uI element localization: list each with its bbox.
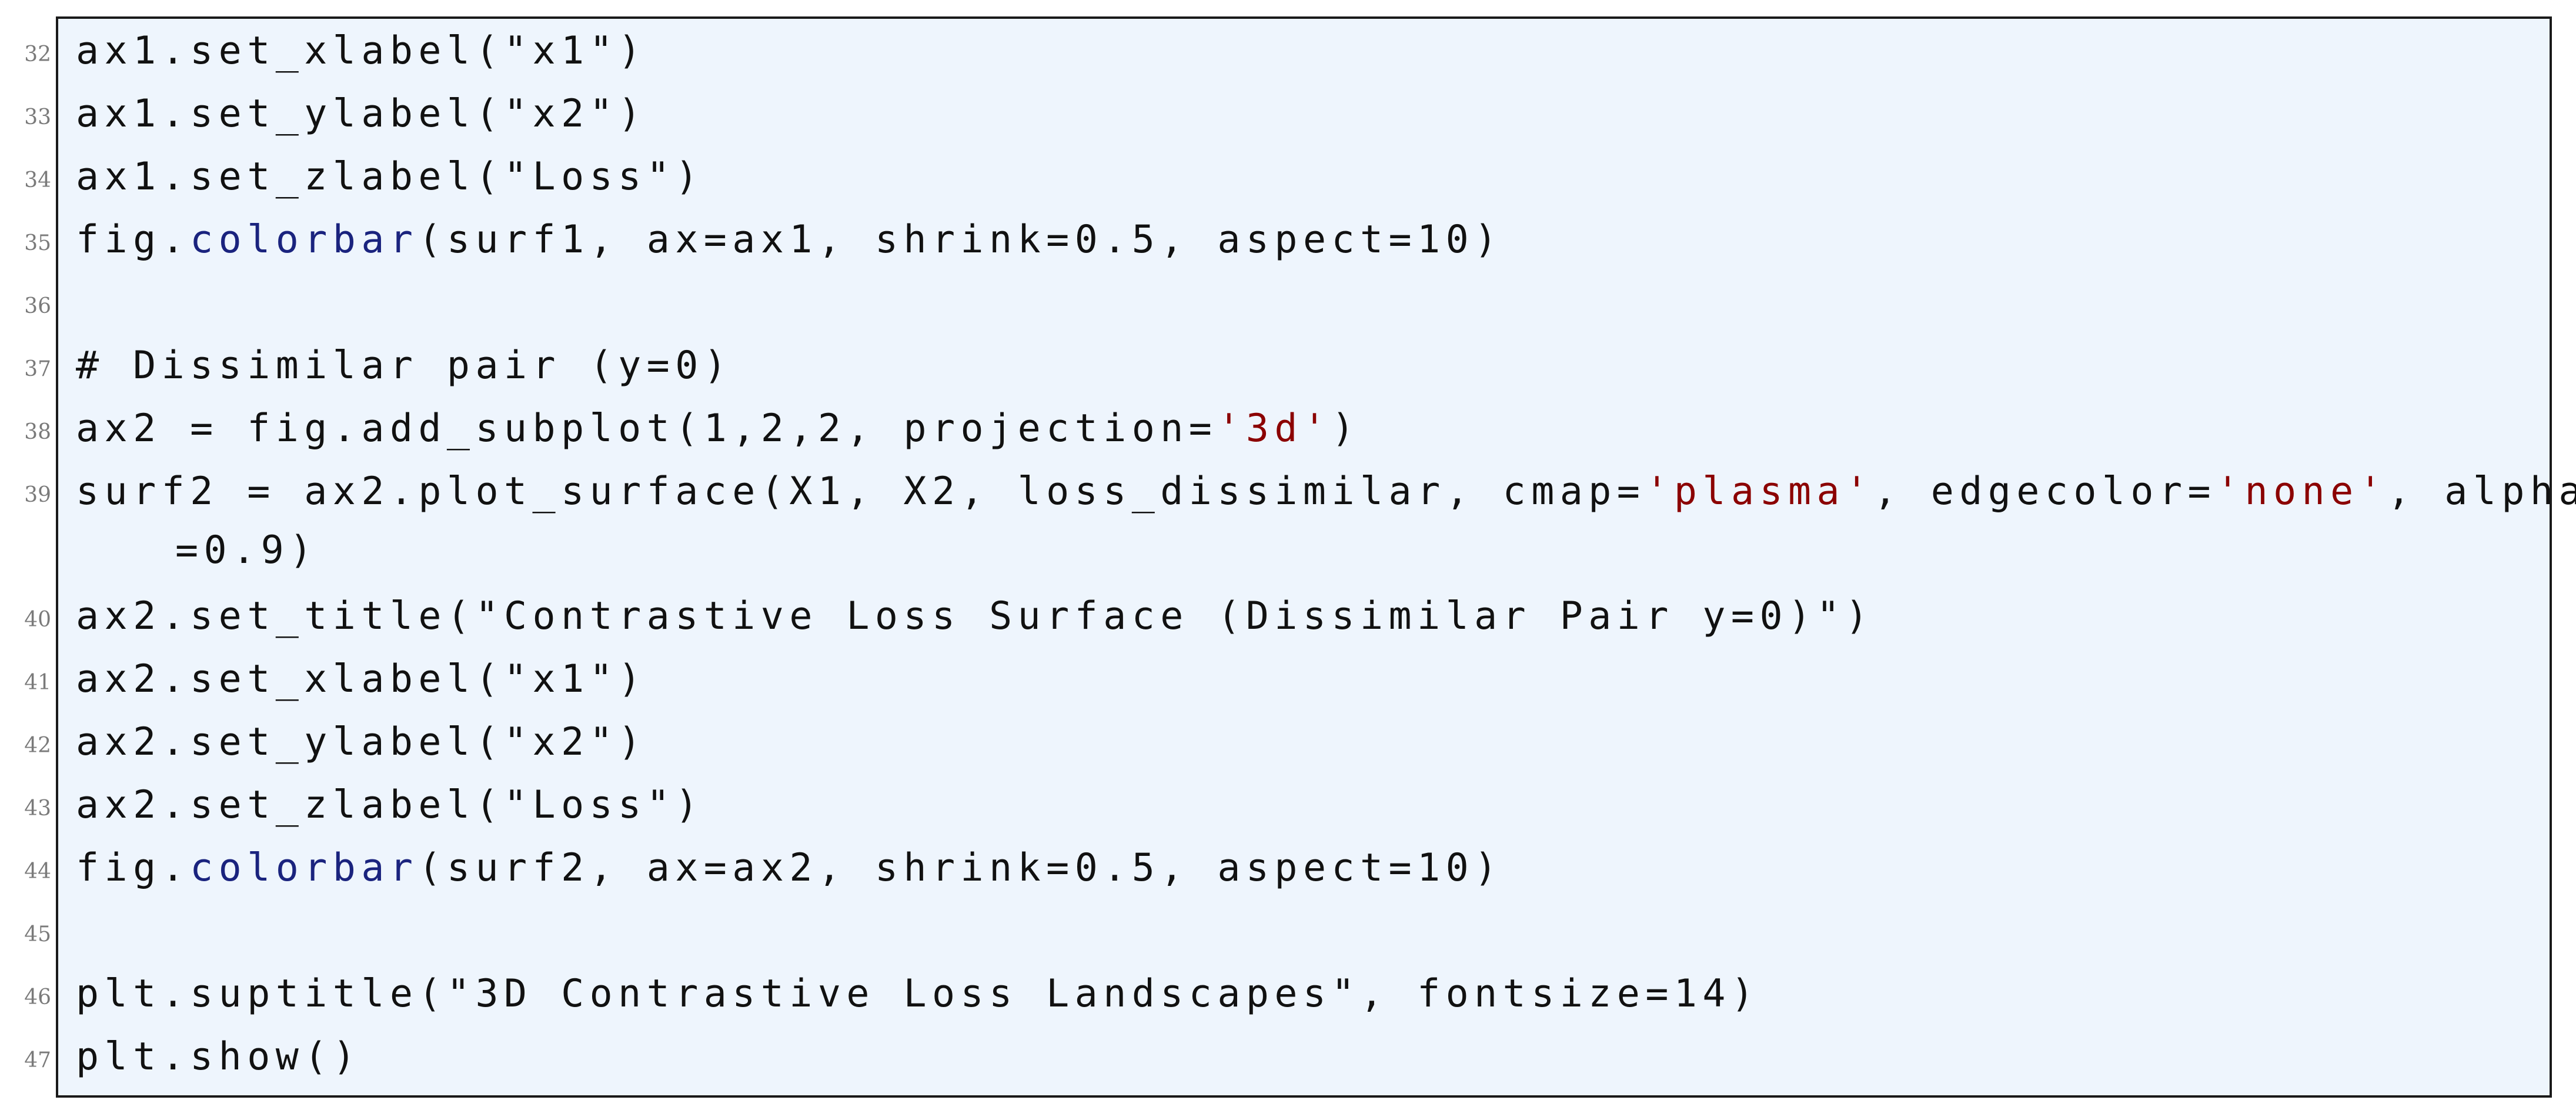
line-number: 46 (24, 985, 51, 1009)
line-text: fig.colorbar(surf1, ax=ax1, shrink=0.5, … (76, 214, 1503, 266)
line-text: ax2.set_title("Contrastive Loss Surface … (76, 594, 1874, 638)
code-line: 38 ax2 = fig.add_subplot(1,2,2, projecti… (24, 396, 2550, 459)
line-text: surf2 = ax2.plot_surface(X1, X2, loss_di… (76, 465, 2576, 518)
code-line: 32 ax1.set_xlabel("x1") (24, 19, 2550, 82)
line-text: ax1.set_ylabel("x2") (76, 92, 647, 136)
code-token: fig. (76, 218, 191, 262)
code-token: ) (1331, 406, 1361, 451)
line-text: ax2.set_zlabel("Loss") (76, 783, 704, 827)
code-token: (surf2, ax=ax2, shrink=0.5, aspect=10) (418, 846, 1503, 890)
string-token: '3d' (1217, 406, 1332, 451)
line-text: ax2.set_xlabel("x1") (76, 657, 647, 701)
code-token: , edgecolor= (1873, 469, 2217, 514)
line-number: 40 (24, 608, 51, 632)
line-text: ax1.set_zlabel("Loss") (76, 155, 704, 199)
line-number: 44 (24, 859, 51, 884)
code-line: 46 plt.suptitle("3D Contrastive Loss Lan… (24, 962, 2550, 1025)
string-token: 'none' (2216, 469, 2388, 514)
line-number: 32 (24, 42, 51, 66)
line-number: 34 (24, 168, 51, 192)
line-text: plt.suptitle("3D Contrastive Loss Landsc… (76, 972, 1760, 1016)
line-number: 39 (24, 483, 51, 507)
line-text: ax2.set_ylabel("x2") (76, 720, 647, 764)
code-token: surf2 = ax2.plot_surface(X1, X2, loss_di… (76, 469, 1646, 514)
line-text: ax2 = fig.add_subplot(1,2,2, projection=… (76, 402, 1360, 455)
line-number: 36 (24, 294, 51, 318)
code-line: 33 ax1.set_ylabel("x2") (24, 82, 2550, 145)
code-line: 34 ax1.set_zlabel("Loss") (24, 145, 2550, 208)
code-line: 37 # Dissimilar pair (y=0) (24, 334, 2550, 396)
code-line: 36 (24, 271, 2550, 334)
code-line: 40 ax2.set_title("Contrastive Loss Surfa… (24, 584, 2550, 647)
function-token: colorbar (190, 218, 419, 262)
code-token: (surf1, ax=ax1, shrink=0.5, aspect=10) (418, 218, 1503, 262)
code-line: 35 fig.colorbar(surf1, ax=ax1, shrink=0.… (24, 208, 2550, 271)
code-line: 45 (24, 899, 2550, 962)
code-line: 44 fig.colorbar(surf2, ax=ax2, shrink=0.… (24, 836, 2550, 899)
line-continuation: =0.9) (175, 528, 318, 572)
line-number: 45 (24, 922, 51, 946)
line-number: 42 (24, 734, 51, 758)
line-text: plt.show() (76, 1035, 362, 1079)
code-line: 39 surf2 = ax2.plot_surface(X1, X2, loss… (24, 459, 2576, 579)
function-token: colorbar (190, 846, 419, 890)
line-text: ax1.set_xlabel("x1") (76, 29, 647, 73)
code-token: ax2 = fig.add_subplot(1,2,2, projection= (76, 406, 1218, 451)
string-token: 'plasma' (1645, 469, 1874, 514)
comment-line: # Dissimilar pair (y=0) (76, 344, 733, 388)
code-line: 43 ax2.set_zlabel("Loss") (24, 773, 2550, 836)
line-number: 35 (24, 231, 51, 255)
line-text: fig.colorbar(surf2, ax=ax2, shrink=0.5, … (76, 842, 1503, 895)
code-line: 41 ax2.set_xlabel("x1") (24, 647, 2550, 710)
code-listing: 32 ax1.set_xlabel("x1") 33 ax1.set_ylabe… (24, 16, 2576, 1098)
code-line: 47 plt.show() (24, 1025, 2550, 1088)
code-token: fig. (76, 846, 191, 890)
line-number: 43 (24, 796, 51, 821)
code-line: 42 ax2.set_ylabel("x2") (24, 710, 2550, 773)
line-number: 47 (24, 1048, 51, 1072)
code-token: , alpha (2387, 469, 2576, 514)
line-number: 33 (24, 105, 51, 129)
line-number: 37 (24, 357, 51, 381)
line-number: 38 (24, 420, 51, 444)
line-number: 41 (24, 671, 51, 695)
